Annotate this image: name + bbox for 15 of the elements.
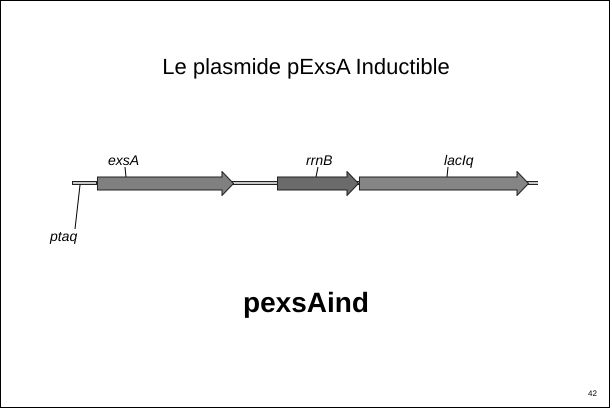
gene-arrow <box>359 171 529 196</box>
promoter-segment <box>72 181 97 185</box>
gene-label: exsA <box>108 152 140 168</box>
plasmid-name: pexsAind <box>242 286 370 320</box>
page-number: 42 <box>588 388 597 400</box>
leader-line <box>316 166 318 178</box>
gene-label: lacIq <box>444 152 474 168</box>
gene-label: ptaq <box>50 228 78 244</box>
leader-line <box>446 166 448 178</box>
gene-label: rrnB <box>306 152 332 168</box>
slide-title: Le plasmide pExsA Inductible <box>161 53 451 81</box>
gene-arrow <box>97 171 234 196</box>
leader-line <box>74 184 80 230</box>
gene-arrow <box>277 171 359 196</box>
leader-line <box>124 166 126 178</box>
